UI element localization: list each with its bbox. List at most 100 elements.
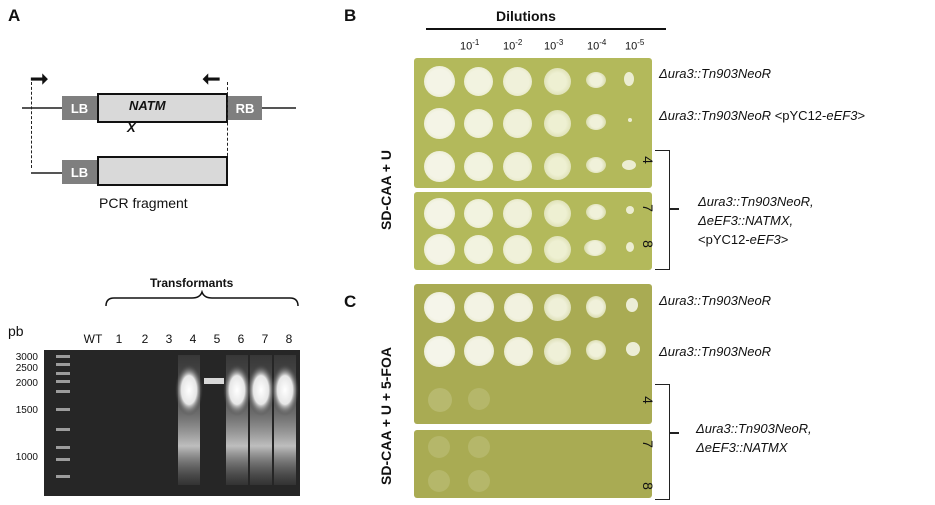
panel-b-clone-label: 7 — [639, 204, 656, 212]
colony-spot — [544, 68, 571, 95]
colony-spot — [503, 67, 532, 96]
reverse-primer-arrow-icon: ➞ — [202, 66, 221, 91]
fragment-lb-box: LB — [62, 160, 97, 184]
colony-spot — [544, 200, 571, 227]
right-flank-line — [262, 107, 296, 109]
colony-spot — [424, 66, 455, 97]
colony-spot — [424, 151, 455, 182]
colony-spot — [626, 206, 634, 214]
panel-b-letter: B — [344, 6, 357, 25]
panel-c-group-line2: ΔeEF3::NATMX — [696, 440, 788, 455]
panel-b-strain-row2: Δura3::Tn903NeoR <pYC12-eEF3> — [659, 108, 866, 123]
colony-spot — [624, 72, 634, 86]
panel-c-clone-bracket — [655, 384, 670, 500]
faint-spot — [428, 470, 450, 492]
colony-spot — [464, 152, 493, 181]
marker-label: 1000 — [15, 452, 38, 463]
lane-label: 5 — [213, 332, 221, 346]
colony-spot — [586, 204, 606, 220]
colony-spot — [503, 109, 532, 138]
colony-spot — [464, 109, 493, 138]
left-dashed-guide — [31, 82, 32, 168]
colony-spot — [584, 240, 606, 256]
dilutions-title: Dilutions — [496, 8, 556, 24]
panel-c-clone-label: 4 — [639, 396, 656, 404]
plate-c-upper — [414, 284, 652, 424]
panel-b-bracket-tick — [669, 208, 679, 210]
colony-spot — [586, 157, 606, 173]
panel-c-clone-label: 7 — [639, 440, 656, 448]
lane-label: 2 — [141, 332, 149, 346]
panel-c-clone-label: 8 — [639, 482, 656, 490]
dilution-label: 10-4 — [587, 38, 607, 53]
panel-b-group-line1: Δura3::Tn903NeoR, — [698, 194, 814, 209]
colony-spot — [626, 298, 638, 312]
faint-spot — [428, 436, 450, 458]
lane-label: 4 — [189, 332, 197, 346]
colony-spot — [544, 338, 571, 365]
lane-label: 1 — [115, 332, 123, 346]
panel-c-strain-row2: Δura3::Tn903NeoR — [659, 344, 772, 359]
colony-spot — [503, 199, 532, 228]
marker-label: 1500 — [15, 405, 38, 416]
lane-label: 8 — [285, 332, 293, 346]
panel-b-group-line2: ΔeEF3::NATMX, — [698, 213, 794, 228]
colony-spot — [586, 296, 606, 318]
colony-spot — [504, 293, 533, 322]
colony-spot — [504, 337, 533, 366]
plate-b-lower — [414, 192, 652, 270]
marker-label: 3000 — [15, 352, 38, 363]
colony-spot — [464, 292, 494, 322]
colony-spot — [424, 108, 455, 139]
colony-spot — [424, 234, 455, 265]
colony-spot — [626, 342, 640, 356]
panel-c-letter: C — [344, 292, 357, 311]
left-flank-line — [22, 107, 62, 109]
natm-label: NATM — [129, 98, 166, 113]
marker-label: 2000 — [15, 378, 38, 389]
colony-spot — [464, 199, 493, 228]
gel-image — [44, 350, 300, 496]
faint-spot — [468, 470, 490, 492]
panel-a-letter: A — [8, 6, 21, 25]
colony-spot — [622, 160, 636, 170]
fragment-body-box — [97, 156, 228, 186]
colony-spot — [586, 114, 606, 130]
panel-c-medium-label: SD-CAA + U + 5-FOA — [378, 347, 394, 485]
forward-primer-arrow-icon: ➞ — [30, 66, 49, 91]
panel-c-strain-row1: Δura3::Tn903NeoR — [659, 293, 772, 308]
colony-spot — [586, 72, 606, 88]
colony-spot — [464, 336, 494, 366]
colony-spot — [464, 235, 493, 264]
transformants-bracket — [105, 290, 299, 307]
colony-spot — [424, 198, 455, 229]
colony-spot — [424, 336, 455, 367]
colony-spot — [464, 67, 493, 96]
dilution-label: 10-5 — [625, 38, 645, 53]
rb-box: RB — [228, 96, 262, 120]
gel-unit-label: pb — [8, 323, 24, 339]
colony-spot — [503, 235, 532, 264]
fragment-flank-line — [31, 172, 62, 174]
dilution-label: 10-1 — [460, 38, 480, 53]
marker-label: 2500 — [15, 363, 38, 374]
panel-b-clone-label: 8 — [639, 240, 656, 248]
lane-label: 3 — [165, 332, 173, 346]
colony-spot — [503, 152, 532, 181]
colony-spot — [544, 110, 571, 137]
panel-b-group-line3: <pYC12-eEF3> — [698, 232, 789, 247]
plate-b-upper — [414, 58, 652, 188]
faint-spot — [468, 388, 490, 410]
natm-box: NATM — [97, 93, 228, 123]
lane-label: 6 — [237, 332, 245, 346]
pcr-fragment-label: PCR fragment — [99, 195, 188, 211]
colony-spot — [544, 294, 571, 321]
colony-spot — [626, 242, 634, 252]
deletion-mark: X — [127, 120, 136, 135]
lane-label: WT — [83, 332, 103, 346]
transformants-title: Transformants — [150, 276, 234, 290]
colony-spot — [586, 340, 606, 360]
panel-b-clone-label: 4 — [639, 156, 656, 164]
faint-spot — [428, 388, 452, 412]
panel-b-clone-bracket — [655, 150, 670, 270]
